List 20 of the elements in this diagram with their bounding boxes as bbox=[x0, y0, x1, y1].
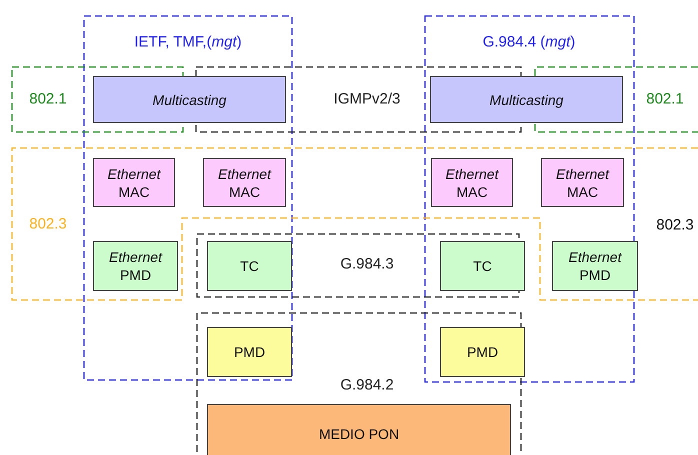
layer-box: PMD bbox=[207, 327, 292, 377]
layer-box: Ethernet MAC bbox=[431, 158, 513, 207]
region-label: G.984.3 bbox=[340, 256, 394, 272]
layer-box: Ethernet MAC bbox=[203, 158, 286, 207]
layer-box: TC bbox=[440, 241, 525, 291]
layer-box: Ethernet PMD bbox=[552, 241, 638, 291]
region-label: G.984.4 (mgt) bbox=[482, 34, 576, 50]
layer-box: TC bbox=[207, 241, 292, 291]
region-label: 802.3 bbox=[656, 216, 694, 234]
region-label: IETF, TMF,(mgt) bbox=[134, 34, 242, 50]
region-label: G.984.2 bbox=[340, 376, 394, 394]
region-label: 802.1 bbox=[29, 90, 67, 108]
layer-box: Ethernet MAC bbox=[93, 158, 175, 207]
layer-box: PMD bbox=[440, 327, 525, 377]
region-label: 802.3 bbox=[29, 216, 67, 232]
layer-box: MEDIO PON bbox=[207, 404, 511, 455]
region-label: 802.1 bbox=[646, 90, 684, 108]
layer-box: Ethernet PMD bbox=[93, 241, 178, 291]
region-label: IGMPv2/3 bbox=[334, 90, 400, 108]
layer-box: Ethernet MAC bbox=[541, 158, 624, 207]
